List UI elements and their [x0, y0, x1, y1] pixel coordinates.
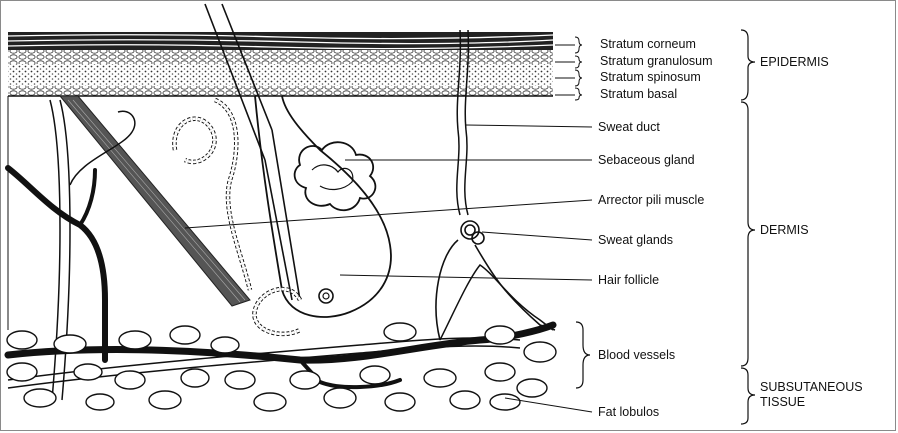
sweat-gland-coil	[435, 220, 556, 341]
arrector-pili-muscle	[58, 95, 251, 307]
hair-bulb-papilla	[318, 288, 334, 304]
stratum-spinosum-layer	[8, 64, 553, 86]
region-subcutaneous-line1: SUBSUTANEOUS	[760, 380, 863, 394]
hair-follicle	[254, 95, 392, 318]
label-blood-vessels: Blood vessels	[598, 348, 675, 362]
label-fat-lobulos: Fat lobulos	[598, 405, 659, 419]
hair	[204, 3, 301, 301]
sublayer-braces	[574, 36, 583, 101]
label-arrector-pili-muscle: Arrector pili muscle	[598, 193, 704, 207]
label-stratum-corneum: Stratum corneum	[600, 37, 696, 51]
label-sweat-glands: Sweat glands	[598, 233, 673, 247]
fat-lobules	[6, 322, 557, 412]
region-dermis: DERMIS	[760, 223, 809, 237]
label-stratum-granulosum: Stratum granulosum	[600, 54, 713, 68]
stratum-basal-layer	[8, 86, 553, 96]
leader-lines	[184, 44, 593, 413]
label-hair-follicle: Hair follicle	[598, 273, 659, 287]
blood-vessels-brace	[575, 321, 591, 389]
label-stratum-basal: Stratum basal	[600, 87, 677, 101]
dermal-papilla	[439, 263, 554, 341]
sebaceous-gland	[293, 141, 377, 212]
label-sebaceous-gland: Sebaceous gland	[598, 153, 695, 167]
label-stratum-spinosum: Stratum spinosum	[600, 70, 701, 84]
label-sweat-duct: Sweat duct	[598, 120, 660, 134]
region-braces	[740, 29, 756, 425]
sweat-duct	[456, 29, 470, 216]
epidermis-layers	[7, 32, 554, 97]
region-epidermis: EPIDERMIS	[760, 55, 829, 69]
region-subcutaneous-line2: TISSUE	[760, 395, 805, 409]
stratum-granulosum-layer	[8, 50, 553, 64]
